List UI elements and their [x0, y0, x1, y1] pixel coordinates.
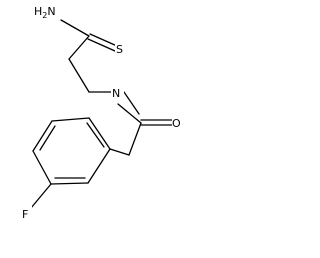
bond-ch2-ring	[109, 148, 130, 156]
ring-bond-5	[50, 182, 89, 185]
carbonyl-oxygen-label: O	[172, 117, 181, 130]
sulfur-atom-label: S	[116, 43, 123, 56]
ring-bond-2	[51, 117, 90, 122]
ring-bond-1	[88, 117, 111, 150]
bond-thiocarbon-sulfur-b	[87, 38, 116, 52]
bond-ring-fluorine	[30, 183, 52, 209]
amine-group-label: H2N	[34, 5, 56, 20]
ring-bond-6	[87, 148, 111, 184]
ring-bond-1-inner	[86, 122, 105, 148]
amine-subscript: 2	[42, 11, 47, 20]
bond-carbonyl-ch2	[128, 122, 142, 156]
ring-bond-4	[32, 150, 52, 185]
bond-nh2-thiocarbon	[60, 19, 90, 37]
bond-n-methyl	[123, 91, 140, 115]
bond-ch2-ch2	[68, 58, 90, 93]
ring-bond-3-inner	[39, 125, 56, 151]
bond-amide-n-carbonyl	[117, 103, 142, 124]
amine-hydrogen: H	[34, 5, 42, 18]
chemical-structure: H2N S N O F	[22, 5, 181, 221]
bond-thiocarbon-ch2	[68, 35, 90, 60]
ring-bond-3	[32, 120, 53, 152]
amide-nitrogen-label: N	[112, 87, 120, 100]
fluorine-atom-label: F	[22, 208, 28, 221]
amine-nitrogen: N	[47, 5, 55, 18]
bond-thiocarbon-sulfur-a	[89, 33, 118, 47]
